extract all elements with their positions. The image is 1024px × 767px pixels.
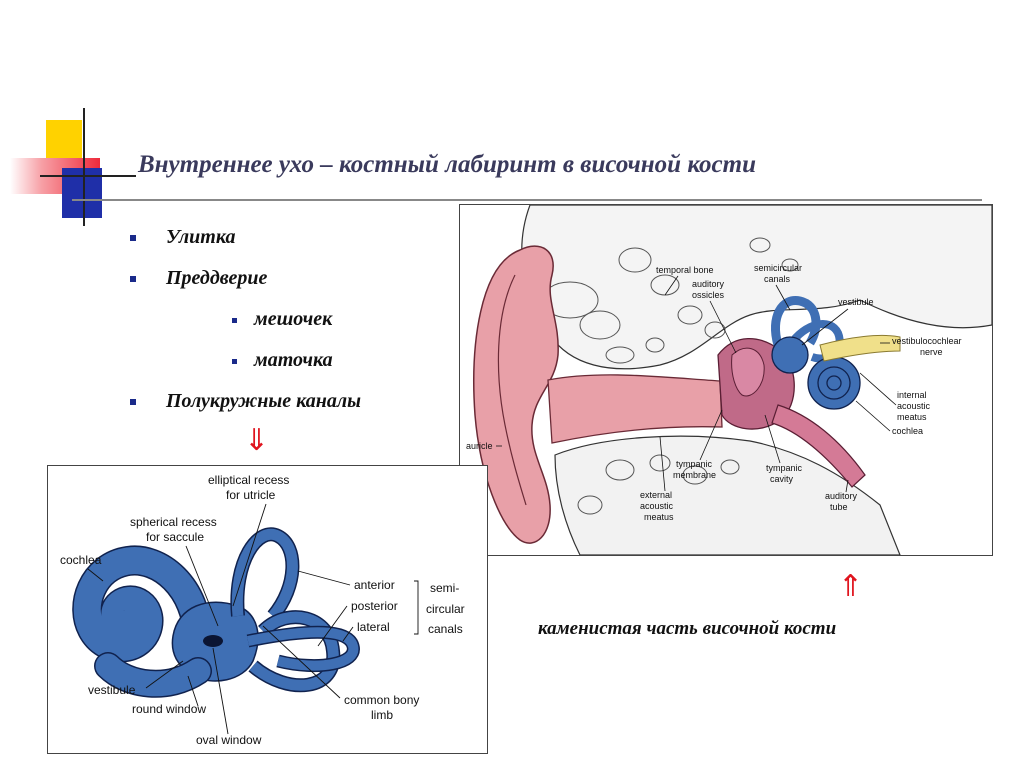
list-item-label: Преддверие: [166, 267, 268, 289]
bullet-icon: [130, 276, 136, 282]
label-auditory-ossicles-1: auditory: [692, 279, 725, 289]
caption-petrous-part: каменистая часть височной кости: [538, 618, 837, 639]
cochlea-base-fill: [95, 653, 211, 697]
semicircular-canals-shape: [230, 527, 360, 693]
labyrinth-leader-lines: [87, 503, 419, 735]
oval-window-shape: [203, 635, 223, 647]
labyrinth-labels: elliptical recess for utricle spherical …: [60, 473, 465, 747]
label-elliptical-recess-1: elliptical recess: [208, 473, 289, 487]
label-external-2: acoustic: [640, 501, 674, 511]
ossicles-shape: [731, 347, 765, 397]
label-cochlea: cochlea: [60, 553, 102, 567]
label-semi-1: semi-: [430, 581, 459, 595]
auricle-fold: [497, 274, 527, 506]
list-item-label: Улитка: [166, 226, 236, 248]
corner-decoration: [0, 0, 140, 230]
label-common-bony-1: common bony: [344, 693, 419, 707]
structure-list: Улитка Преддверие мешочек маточка Полукр…: [128, 222, 361, 427]
label-cochlea: cochlea: [892, 426, 923, 436]
list-item-label: маточка: [254, 349, 333, 371]
bullet-icon: [232, 318, 237, 323]
auricle-shape: [473, 245, 559, 544]
label-common-bony-2: limb: [371, 708, 393, 722]
label-oval-window: oval window: [196, 733, 262, 747]
bullet-icon: [130, 399, 136, 405]
label-auditory-tube-2: tube: [830, 502, 848, 512]
auditory-tube-shape: [771, 404, 866, 488]
label-vestibulocochlear-1: vestibulocochlear: [892, 336, 962, 346]
label-tympanic-membrane-2: membrane: [673, 470, 716, 480]
ear-leader-lines: [496, 275, 897, 493]
bony-labyrinth-svg: elliptical recess for utricle spherical …: [60, 473, 465, 747]
title-divider: [72, 199, 982, 201]
slide-title: Внутреннее ухо – костный лабиринт в висо…: [138, 151, 757, 178]
label-tympanic-membrane-1: tympanic: [676, 459, 713, 469]
vestibulocochlear-nerve-shape: [819, 334, 901, 362]
down-arrow-icon: ⇓: [244, 423, 270, 458]
label-vestibule: vestibule: [88, 683, 136, 697]
list-item-label: мешочек: [254, 308, 333, 330]
ear-canal-shape: [547, 374, 723, 444]
list-item-utricle: маточка: [128, 345, 361, 386]
label-tympanic-cavity-2: cavity: [770, 474, 794, 484]
label-spherical-recess-2: for saccule: [146, 530, 204, 544]
label-auricle: auricle: [466, 441, 493, 451]
ear-labels: temporal bone semicircular canals audito…: [466, 263, 962, 522]
label-internal-3: meatus: [897, 412, 927, 422]
bullet-icon: [130, 235, 136, 241]
inner-ear-labyrinth: [770, 296, 861, 410]
label-vestibulocochlear-2: nerve: [920, 347, 943, 357]
list-item-cochlea: Улитка: [128, 222, 361, 263]
label-posterior: posterior: [351, 599, 398, 613]
label-spherical-recess-1: spherical recess: [130, 515, 217, 529]
label-semi-2: circular: [426, 602, 465, 616]
yellow-square: [46, 120, 82, 160]
label-lateral: lateral: [357, 620, 390, 634]
label-elliptical-recess-2: for utricle: [226, 488, 276, 502]
bony-labyrinth-diagram: elliptical recess for utricle spherical …: [47, 465, 488, 754]
label-semicircular-1: semicircular: [754, 263, 802, 273]
ear-anatomy-svg: temporal bone semicircular canals audito…: [466, 205, 992, 555]
bullet-icon: [232, 359, 237, 364]
list-item-label: Полукружные каналы: [166, 390, 361, 412]
ear-anatomy-diagram: temporal bone semicircular canals audito…: [459, 204, 993, 556]
list-item-saccule: мешочек: [128, 304, 361, 345]
label-temporal-bone: temporal bone: [656, 265, 714, 275]
label-external-1: external: [640, 490, 672, 500]
horizontal-line: [40, 175, 136, 177]
lower-bone-shape: [554, 435, 901, 555]
vertical-line: [83, 108, 85, 226]
label-auditory-ossicles-2: ossicles: [692, 290, 725, 300]
cochlea-shape: [72, 545, 213, 663]
label-semicircular-2: canals: [764, 274, 791, 284]
label-auditory-tube-1: auditory: [825, 491, 858, 501]
up-arrow-icon: ⇑: [838, 569, 864, 604]
label-vestibule: vestibule: [838, 297, 874, 307]
label-semi-3: canals: [428, 622, 463, 636]
list-item-vestibule: Преддверие: [128, 263, 361, 304]
label-anterior: anterior: [354, 578, 395, 592]
label-external-3: meatus: [644, 512, 674, 522]
list-item-semicircular-canals: Полукружные каналы: [128, 386, 361, 427]
label-tympanic-cavity-1: tympanic: [766, 463, 803, 473]
label-internal-2: acoustic: [897, 401, 931, 411]
label-round-window: round window: [132, 702, 206, 716]
label-internal-1: internal: [897, 390, 927, 400]
